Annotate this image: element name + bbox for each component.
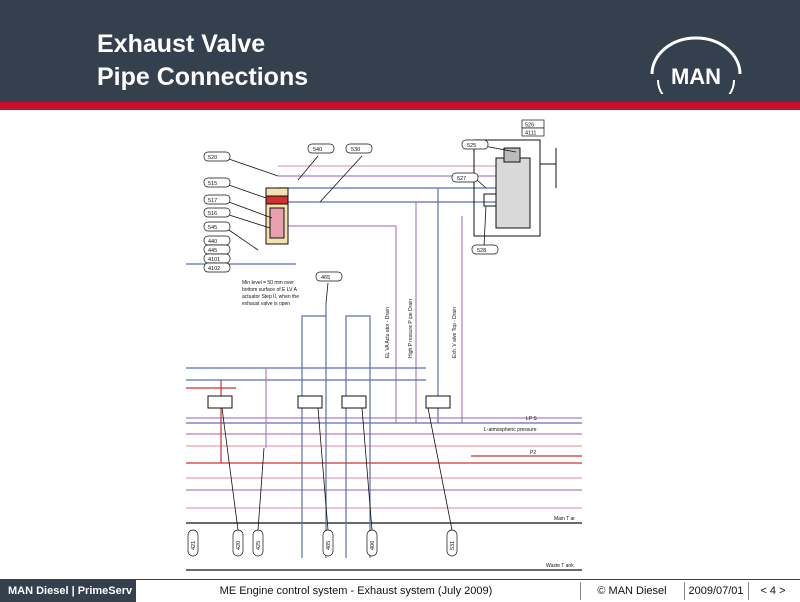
label-465: 465	[321, 275, 330, 281]
diagram-text: Min level = 50 mm over bottom surface of…	[242, 280, 575, 569]
line-label-main-tank: Main T ar	[554, 516, 575, 522]
bubble-531: 531	[450, 541, 456, 550]
bubble-405: 405	[326, 541, 332, 550]
note-line-2: bottom surface of E LV A	[242, 287, 298, 293]
note-line-3: actuator Step II, when the	[242, 294, 299, 300]
drain-label-3: Exh. V alve Top - Drain	[452, 307, 458, 358]
line-label-lps: LP S	[526, 416, 537, 422]
label-4111: 4111	[525, 131, 536, 137]
bottom-bubbles: 421 420 425 405 406 531	[187, 529, 458, 557]
callout-labels: 520 515 517 516 545 440 445 4101 4102 54…	[203, 119, 545, 282]
footer-page-number: < 4 >	[760, 585, 786, 597]
label-526: 526	[525, 123, 534, 129]
label-445: 445	[208, 248, 217, 254]
slide-title: Exhaust Valve Pipe Connections	[97, 28, 308, 94]
label-4101: 4101	[208, 257, 220, 263]
label-530: 530	[351, 147, 360, 153]
line-label-waste-tank: Waste T ank	[546, 563, 574, 569]
footer-divider	[580, 582, 581, 600]
label-440: 440	[208, 239, 217, 245]
label-517: 517	[208, 198, 217, 204]
label-516: 516	[208, 211, 217, 217]
header-bar	[0, 0, 800, 102]
footer-divider	[684, 582, 685, 600]
bubble-420: 420	[236, 541, 242, 550]
note-line-1: Min level = 50 mm over	[242, 280, 294, 286]
pipe-lines	[186, 165, 582, 571]
line-label-latm: L-atmospheric pressure	[484, 427, 537, 433]
header-accent-bar	[0, 102, 800, 110]
label-525: 525	[467, 143, 476, 149]
label-527: 527	[457, 176, 466, 182]
footer-divider	[748, 582, 749, 600]
label-545: 545	[208, 225, 217, 231]
title-line-2: Pipe Connections	[97, 63, 309, 91]
footer-title: ME Engine control system - Exhaust syste…	[219, 585, 493, 597]
elva-actuator	[265, 187, 289, 245]
solenoid-valves	[207, 395, 451, 409]
leader-lines	[221, 145, 517, 531]
man-logo: MAN	[650, 36, 742, 94]
footer-bar: MAN Diesel | PrimeServ ME Engine control…	[0, 579, 800, 602]
label-540: 540	[313, 147, 322, 153]
exhaust-valve-unit	[473, 139, 557, 237]
man-logo-text: MAN	[671, 64, 721, 89]
bubble-421: 421	[191, 541, 197, 550]
drain-label-1: EL VA Actu ator - Drain	[385, 307, 391, 358]
drain-label-2: High P ressure P ipe Drain	[408, 299, 414, 358]
footer-brand: MAN Diesel | PrimeServ	[0, 580, 136, 602]
label-515: 515	[208, 181, 217, 187]
footer-copyright: © MAN Diesel	[597, 585, 667, 597]
line-label-p2: P2	[530, 450, 536, 456]
exhaust-valve-pipe-diagram: 520 515 517 516 545 440 445 4101 4102 54…	[186, 119, 582, 571]
note-line-4: exhaust valve is open	[242, 301, 290, 307]
bubble-425: 425	[256, 541, 262, 550]
footer-date: 2009/07/01	[688, 585, 744, 597]
label-520: 520	[208, 155, 217, 161]
label-528: 528	[477, 248, 486, 254]
bubble-406: 406	[370, 541, 376, 550]
title-line-1: Exhaust Valve	[97, 30, 266, 58]
label-4102: 4102	[208, 266, 220, 272]
